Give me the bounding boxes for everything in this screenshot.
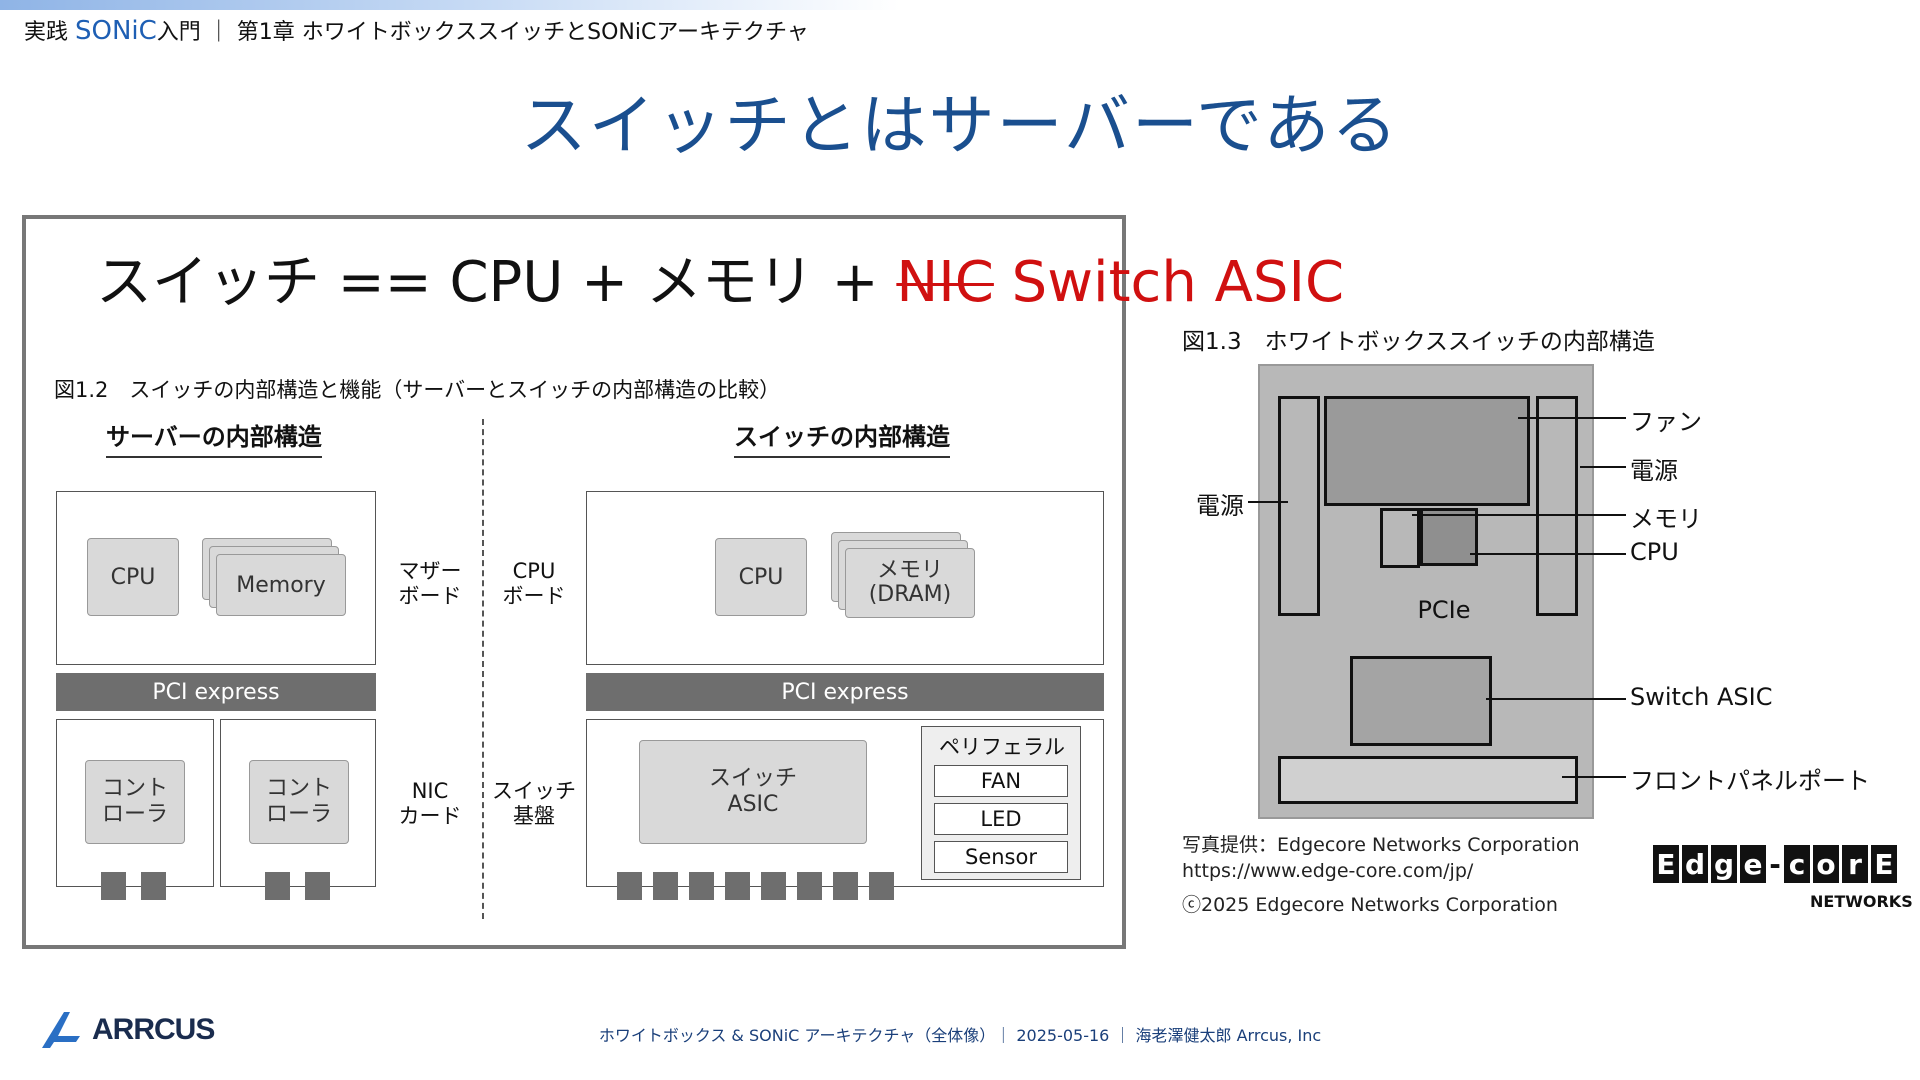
switch-heading: スイッチの内部構造 <box>734 417 950 458</box>
outline-fan <box>1324 396 1530 506</box>
switch-port <box>725 872 750 900</box>
callout-line-front <box>1562 776 1626 778</box>
peripheral-box: ペリフェラル FAN LED Sensor <box>921 726 1081 880</box>
controller-1: コント ローラ <box>85 760 185 844</box>
switch-pci-bar: PCI express <box>586 673 1104 711</box>
header-highlight: SONiC <box>75 16 157 46</box>
nic-port <box>141 872 166 900</box>
outline-asic <box>1350 656 1492 746</box>
edgecore-logo: E d g e - c o r E <box>1653 845 1897 883</box>
switch-cpu-board: CPU メモリ (DRAM) <box>586 491 1104 665</box>
arrcus-logo: ARRCUS <box>40 1010 215 1050</box>
logo-letter: d <box>1682 845 1708 883</box>
label-front-ports: フロントパネルポート <box>1630 767 1870 795</box>
comparison-panel: スイッチ == CPU + メモリ + NIC Switch ASIC 図1.2… <box>22 215 1344 949</box>
switch-memory-chip: メモリ (DRAM) <box>845 548 975 618</box>
logo-letter: c <box>1784 845 1810 883</box>
outline-psu-left <box>1278 396 1320 616</box>
switch-photo: PCIe <box>1258 364 1594 819</box>
photo-url: https://www.edge-core.com/jp/ <box>1182 860 1474 882</box>
outline-psu-right <box>1536 396 1578 616</box>
switch-port <box>761 872 786 900</box>
switch-port <box>869 872 894 900</box>
outline-front-ports <box>1278 756 1578 804</box>
nic-port <box>101 872 126 900</box>
fig12-caption: 図1.2 スイッチの内部構造と機能（サーバーとスイッチの内部構造の比較） <box>54 378 781 402</box>
label-fan: ファン <box>1630 408 1702 436</box>
server-heading: サーバーの内部構造 <box>106 417 322 458</box>
switch-board: スイッチ ASIC ペリフェラル FAN LED Sensor <box>586 719 1104 900</box>
label-cpu: CPU <box>1630 538 1679 566</box>
formula-main: スイッチ == CPU + メモリ + <box>96 250 897 315</box>
outline-cpu <box>1420 508 1478 566</box>
server-cpu-chip: CPU <box>87 538 179 616</box>
peripheral-led: LED <box>934 803 1068 835</box>
logo-letter: E <box>1871 845 1897 883</box>
arrcus-wordmark: ARRCUS <box>92 1013 215 1046</box>
label-nic-card: NIC カード <box>398 779 462 828</box>
label-memory: メモリ <box>1630 505 1702 533</box>
logo-letter: r <box>1842 845 1868 883</box>
pcie-label: PCIe <box>1417 596 1471 624</box>
label-switch-asic: Switch ASIC <box>1630 683 1773 711</box>
arrcus-mark-icon <box>42 1012 80 1048</box>
peripheral-fan: FAN <box>934 765 1068 797</box>
callout-line-cpu <box>1470 553 1626 555</box>
formula-strike-nic: NIC <box>896 250 994 315</box>
outline-memory <box>1380 508 1420 568</box>
divider-dashed <box>482 419 484 919</box>
photo-copyright: ⓒ2025 Edgecore Networks Corporation <box>1182 894 1558 916</box>
label-switch-board: スイッチ 基盤 <box>492 779 576 828</box>
logo-letter: e <box>1740 845 1766 883</box>
server-motherboard: CPU Memory <box>56 491 376 665</box>
slide-header: 実践 SONiC入門 ｜ 第1章 ホワイトボックススイッチとSONiCアーキテク… <box>24 14 809 46</box>
switch-port <box>653 872 678 900</box>
photo-credit: 写真提供：Edgecore Networks Corporation <box>1182 834 1580 856</box>
slide-footer: ホワイトボックス & SONiC アーキテクチャ（全体像）｜ 2025-05-1… <box>598 1026 1322 1045</box>
callout-line-psu-left <box>1248 501 1288 503</box>
switch-port <box>797 872 822 900</box>
controller-2: コント ローラ <box>249 760 349 844</box>
server-pci-bar: PCI express <box>56 673 376 711</box>
switch-port <box>689 872 714 900</box>
header-prefix: 実践 <box>24 20 75 45</box>
logo-letter: E <box>1653 845 1679 883</box>
nic-card-1: コント ローラ <box>56 719 214 900</box>
callout-line-fan <box>1518 417 1626 419</box>
switch-asic-chip: スイッチ ASIC <box>639 740 867 844</box>
formula-switch-asic: Switch ASIC <box>993 250 1345 315</box>
server-memory-chip: Memory <box>216 554 346 616</box>
nic-card-2: コント ローラ <box>220 719 376 900</box>
callout-line-asic <box>1486 698 1626 700</box>
callout-line-psu-right <box>1580 466 1626 468</box>
logo-letter: o <box>1813 845 1839 883</box>
fig13-caption: 図1.3 ホワイトボックススイッチの内部構造 <box>1182 329 1655 355</box>
label-psu-right: 電源 <box>1630 457 1678 485</box>
slide-title: スイッチとはサーバーである <box>520 87 1400 164</box>
nic-port <box>305 872 330 900</box>
peripheral-title: ペリフェラル <box>939 735 1065 759</box>
nic-port <box>265 872 290 900</box>
top-gradient-bar <box>0 0 900 10</box>
label-motherboard: マザー ボード <box>398 559 462 608</box>
peripheral-sensor: Sensor <box>934 841 1068 873</box>
logo-letter: g <box>1711 845 1737 883</box>
formula: スイッチ == CPU + メモリ + NIC Switch ASIC <box>96 237 1344 318</box>
label-psu-left: 電源 <box>1196 492 1244 520</box>
edgecore-networks-text: NETWORKS <box>1810 892 1913 911</box>
switch-cpu-chip: CPU <box>715 538 807 616</box>
switch-port <box>617 872 642 900</box>
header-suffix: 入門 ｜ 第1章 ホワイトボックススイッチとSONiCアーキテクチャ <box>156 20 809 45</box>
callout-line-memory <box>1412 514 1626 516</box>
logo-letter: - <box>1769 847 1781 881</box>
switch-port <box>833 872 858 900</box>
label-cpu-board: CPU ボード <box>502 559 566 608</box>
